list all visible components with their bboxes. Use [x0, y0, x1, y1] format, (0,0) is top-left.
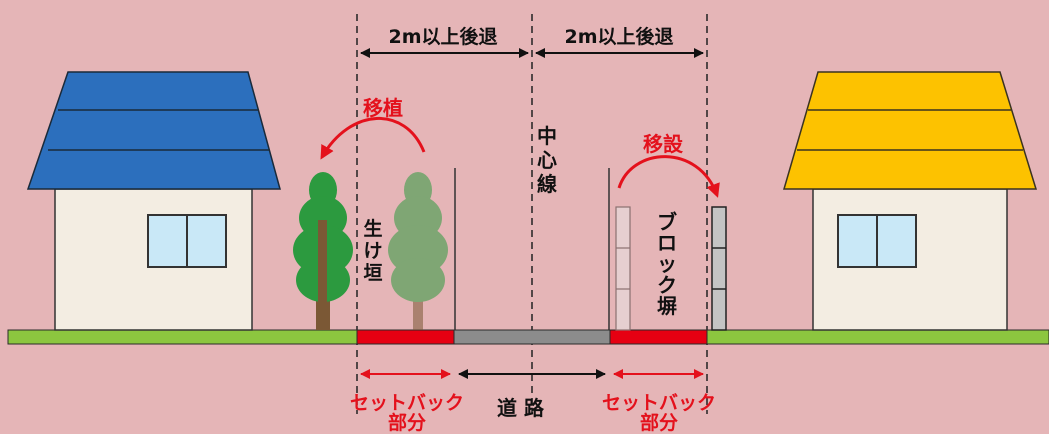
right-house-roof	[783, 71, 1038, 190]
transplant-label: 移植	[363, 96, 403, 120]
relocate-label: 移設	[643, 132, 683, 156]
left-house-roof	[26, 71, 281, 190]
setback-left-label-line2: 部分	[387, 412, 426, 434]
setback-right-label: セットバック 部分	[598, 393, 720, 433]
block-wall-label: ブロック塀	[657, 210, 677, 318]
setback-boundary-lines	[356, 14, 708, 414]
setback-right-label-line2: 部分	[639, 412, 678, 434]
left-house-window	[147, 214, 227, 268]
setback-strip-left	[356, 329, 455, 345]
road-label: 道 路	[497, 396, 544, 420]
setback-left-label-line1: セットバック	[349, 392, 464, 414]
right-house	[783, 71, 1038, 331]
right-house-window	[837, 214, 917, 268]
left-house	[26, 71, 281, 331]
setback-strip-right	[609, 329, 708, 345]
road-strip	[453, 329, 611, 345]
original-hedge-tree	[388, 172, 448, 330]
center-line-label: 中心線	[537, 124, 557, 196]
right-setback-distance-label: 2m以上後退	[564, 26, 674, 48]
relocated-tree	[293, 172, 353, 330]
ground-left	[7, 329, 358, 345]
hedge-label: 生け垣	[363, 218, 383, 284]
setback-left-label: セットバック 部分	[346, 393, 468, 433]
left-setback-distance-label: 2m以上後退	[388, 26, 498, 48]
setback-right-label-line1: セットバック	[601, 392, 716, 414]
original-block-wall	[615, 206, 631, 331]
relocate-arrow	[617, 155, 720, 198]
ground-right	[706, 329, 1049, 345]
transplant-arrow	[320, 116, 426, 160]
relocated-block-wall	[711, 206, 727, 331]
